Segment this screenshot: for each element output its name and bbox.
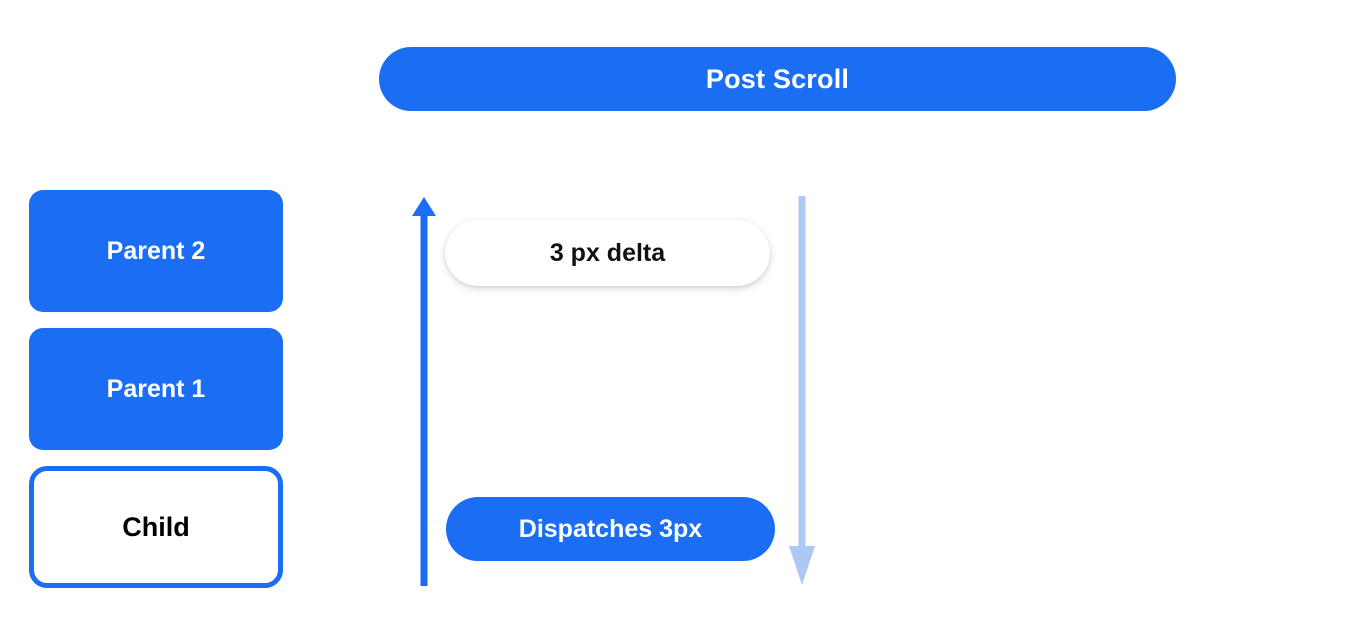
delta-annotation-label: 3 px delta [549,238,666,267]
box-child-label: Child [122,511,190,542]
box-parent-2-label: Parent 2 [106,236,206,265]
delta-annotation-pill: 3 px delta [445,220,770,286]
box-parent-1: Parent 1 [29,328,283,450]
post-scroll-header-label: Post Scroll [705,63,850,94]
box-parent-1-label: Parent 1 [106,374,206,403]
box-parent-2: Parent 2 [29,190,283,312]
dispatch-annotation-pill: Dispatches 3px [446,497,775,561]
scroll-propagate-down-arrow-icon [787,196,817,586]
scroll-bubble-up-arrow-icon [409,196,439,586]
dispatch-annotation-label: Dispatches 3px [518,514,703,543]
post-scroll-header-pill: Post Scroll [379,47,1176,111]
box-child: Child [29,466,283,588]
